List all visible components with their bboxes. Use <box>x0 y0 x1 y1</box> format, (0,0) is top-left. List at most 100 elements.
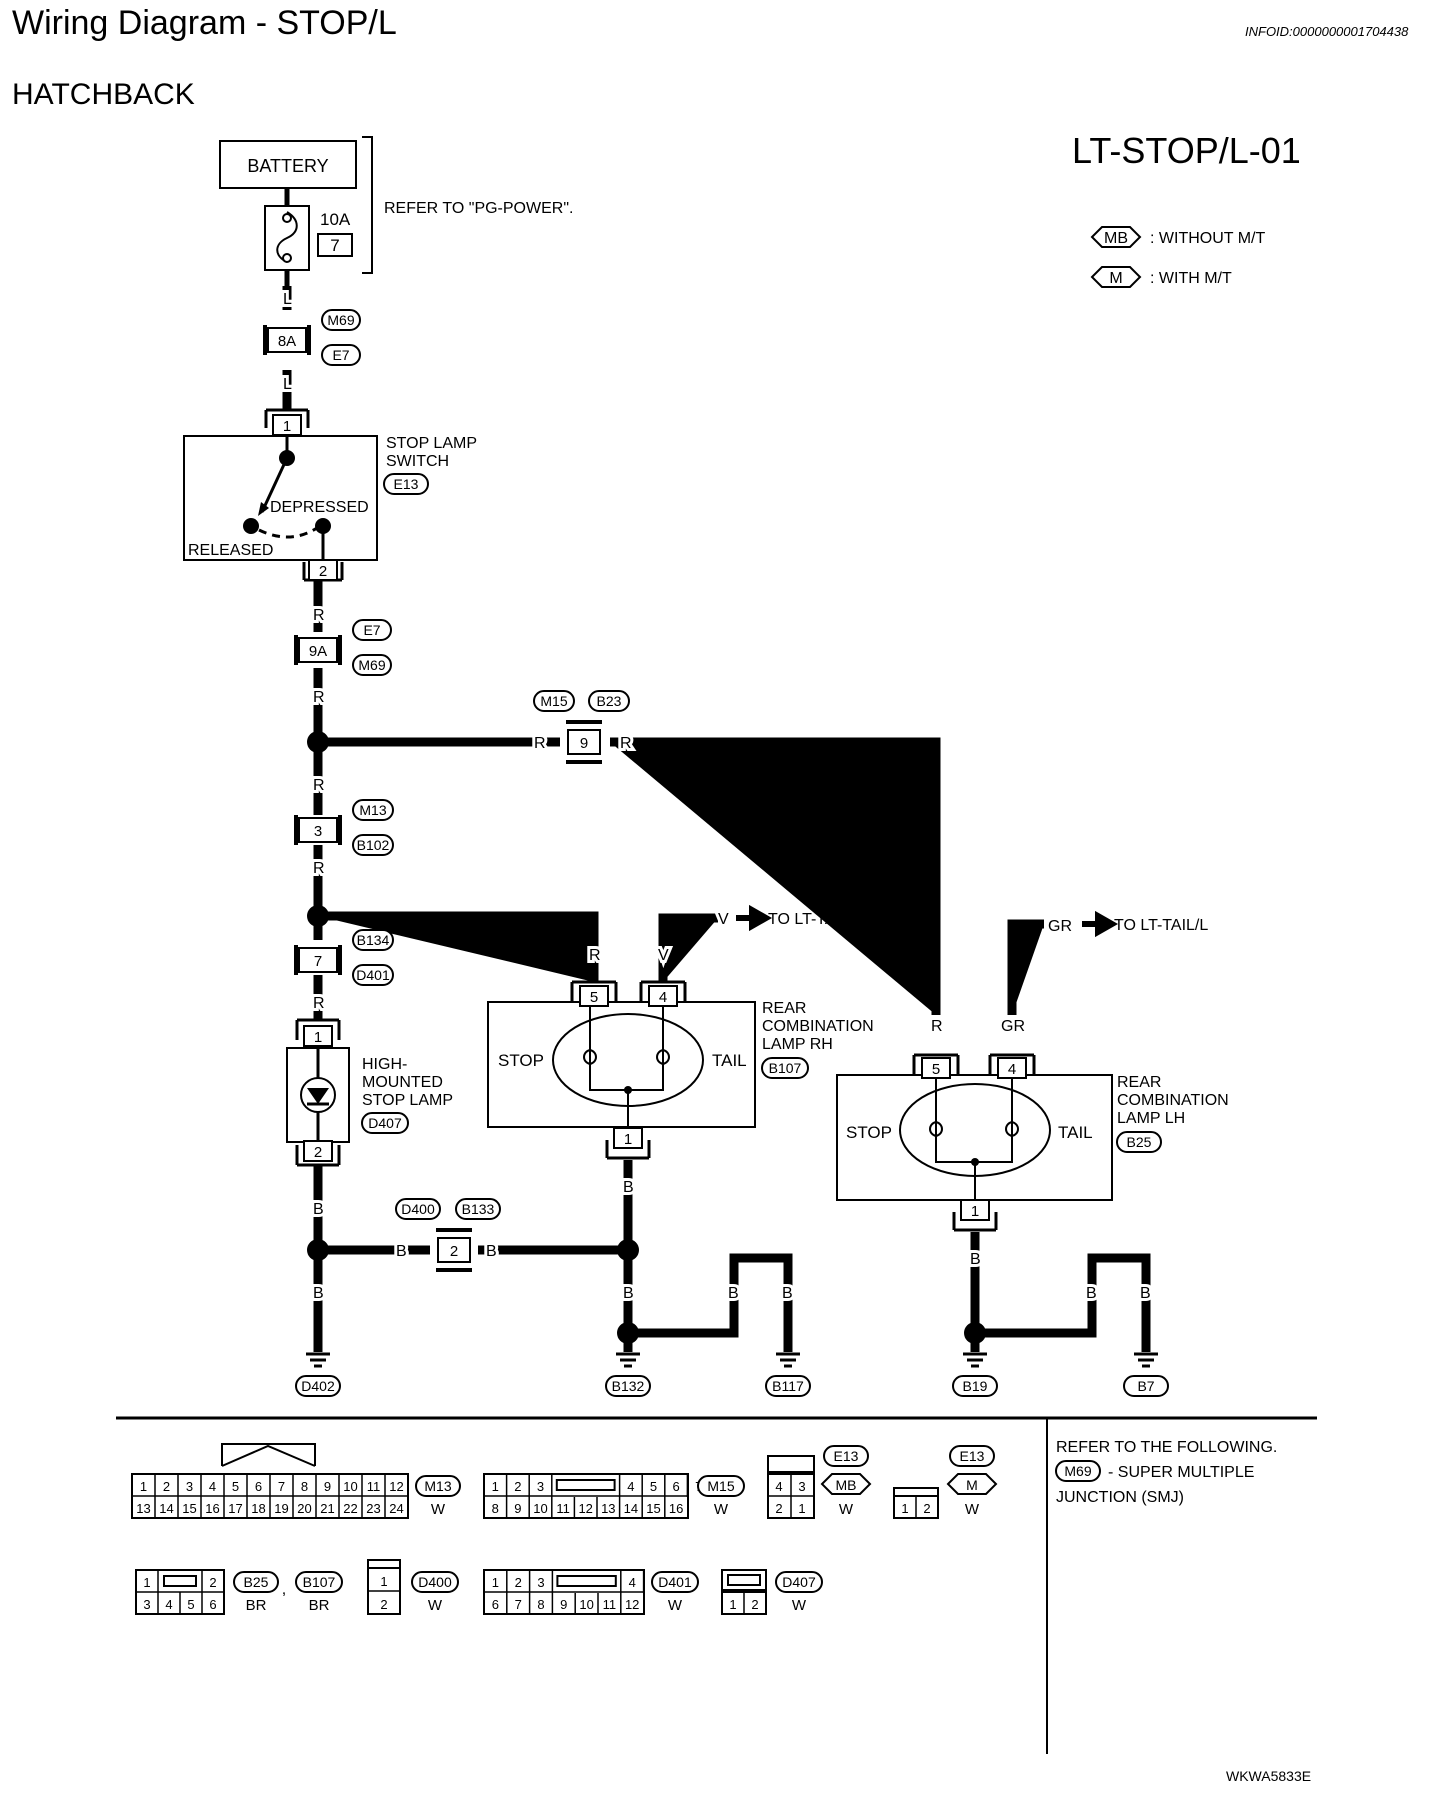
pin-number: 9 <box>560 1597 567 1612</box>
svg-text:M69: M69 <box>1064 1463 1091 1479</box>
pin-number: 4 <box>209 1479 216 1494</box>
svg-text:TAIL: TAIL <box>1058 1123 1093 1142</box>
svg-text:HIGH-: HIGH- <box>362 1056 407 1073</box>
ground-b19: B19 <box>952 1352 998 1397</box>
page-subtitle: HATCHBACK <box>12 78 195 111</box>
released-label: RELEASED <box>188 542 273 559</box>
pin-number: 9 <box>324 1479 331 1494</box>
svg-text:2: 2 <box>450 1243 458 1260</box>
svg-text:W: W <box>668 1597 683 1614</box>
svg-text:BR: BR <box>309 1597 330 1614</box>
svg-text:BATTERY: BATTERY <box>247 156 328 176</box>
pin-number: 13 <box>601 1501 615 1516</box>
svg-text:STOP: STOP <box>498 1051 544 1070</box>
svg-text:B: B <box>313 1285 324 1302</box>
svg-text:B107: B107 <box>303 1574 336 1590</box>
pin-number: 22 <box>343 1501 357 1516</box>
pin-number: 6 <box>672 1479 679 1494</box>
svg-text:R: R <box>313 777 325 794</box>
pin-number: 2 <box>514 1479 521 1494</box>
svg-text:M13: M13 <box>424 1478 451 1494</box>
svg-text:M15: M15 <box>540 693 567 709</box>
connector-view-d407: 1 2 D407 W <box>721 1569 823 1615</box>
svg-text:B: B <box>1086 1285 1097 1302</box>
svg-text:LAMP RH: LAMP RH <box>762 1036 833 1053</box>
svg-text:M15: M15 <box>707 1478 734 1494</box>
svg-text:6: 6 <box>209 1597 216 1612</box>
svg-text:B: B <box>623 1285 634 1302</box>
svg-text:GR: GR <box>1048 918 1072 935</box>
pin-number: 3 <box>537 1575 544 1590</box>
svg-text:W: W <box>431 1501 446 1518</box>
legend: MB : WITHOUT M/T M : WITH M/T <box>1090 226 1265 288</box>
svg-text:R: R <box>620 735 632 752</box>
pin-number: 7 <box>515 1597 522 1612</box>
pin-number: 17 <box>228 1501 242 1516</box>
svg-text:B: B <box>970 1251 981 1268</box>
svg-text:1: 1 <box>971 1203 979 1220</box>
svg-text:R: R <box>313 689 325 706</box>
svg-text:W: W <box>714 1501 729 1518</box>
connector-view-d400: 1 2 D400 W <box>367 1559 459 1615</box>
stop-lamp-switch: 1 DEPRESSED RELEASED 2 STOP LAMP SWITCH … <box>183 408 477 582</box>
pin-number: 13 <box>136 1501 150 1516</box>
svg-text:9A: 9A <box>309 643 327 660</box>
document-code: WKWA5833E <box>1226 1768 1312 1784</box>
pin-number: 7 <box>278 1479 285 1494</box>
pin-number: 10 <box>579 1597 593 1612</box>
joint-9a: 9A E7 M69 <box>294 619 392 676</box>
svg-text:L: L <box>283 376 292 393</box>
connector-view-b25-b107: 1 2 3 4 5 6 B25 , B107 BR BR <box>135 1569 343 1615</box>
svg-text:B23: B23 <box>597 693 622 709</box>
svg-text:COMBINATION: COMBINATION <box>762 1018 874 1035</box>
svg-text:V: V <box>658 947 669 964</box>
pin-number: 18 <box>251 1501 265 1516</box>
wire-color-labels: L L R R R R R R R R R V V R GR GR B B B … <box>280 288 1154 1305</box>
svg-text:M13: M13 <box>359 802 386 818</box>
svg-text:TO LT-TAIL/L: TO LT-TAIL/L <box>1114 917 1208 934</box>
page-title: Wiring Diagram - STOP/L <box>12 4 397 42</box>
pin-number: 8 <box>492 1501 499 1516</box>
pin-number: 19 <box>274 1501 288 1516</box>
svg-text:R: R <box>313 995 325 1012</box>
rear-combination-lamp-rh: 5 4 STOP TAIL 1 REAR COMBINATION LAMP RH… <box>487 980 874 1160</box>
tail-reference-lh: TO LT-TAIL/L <box>1082 910 1208 938</box>
svg-text:3: 3 <box>143 1597 150 1612</box>
svg-text:2: 2 <box>923 1501 930 1516</box>
pin-number: 15 <box>646 1501 660 1516</box>
svg-text:4: 4 <box>1008 1061 1016 1078</box>
splice-dots <box>307 731 986 1344</box>
pin-number: 11 <box>367 1479 381 1494</box>
svg-text:2: 2 <box>751 1597 758 1612</box>
svg-text:5: 5 <box>590 989 598 1006</box>
svg-text:D402: D402 <box>301 1378 335 1394</box>
m-legend-text: : WITH M/T <box>1150 270 1232 287</box>
svg-text:STOP LAMP: STOP LAMP <box>362 1092 453 1109</box>
svg-text:R: R <box>313 860 325 877</box>
power-reference: REFER TO "PG-POWER". <box>384 200 573 217</box>
svg-text:REAR: REAR <box>762 1000 806 1017</box>
svg-text:2: 2 <box>775 1501 782 1516</box>
svg-text:1: 1 <box>798 1501 805 1516</box>
pin-number: 2 <box>163 1479 170 1494</box>
svg-text:R: R <box>589 947 601 964</box>
svg-text:B: B <box>623 1179 634 1196</box>
svg-text:GR: GR <box>1001 1018 1025 1035</box>
svg-text:2: 2 <box>314 1144 322 1161</box>
svg-text:M: M <box>1109 270 1122 287</box>
svg-text:3: 3 <box>314 823 322 840</box>
pin-number: 14 <box>624 1501 638 1516</box>
ground-d402: D402 <box>295 1352 341 1397</box>
battery: BATTERY <box>219 140 357 189</box>
svg-text:B133: B133 <box>462 1201 495 1217</box>
fuse: 10A 7 <box>264 188 353 286</box>
pin-number: 24 <box>389 1501 403 1516</box>
svg-text:STOP: STOP <box>846 1123 892 1142</box>
svg-text:1: 1 <box>729 1597 736 1612</box>
svg-text:D400: D400 <box>418 1574 452 1590</box>
svg-text:2: 2 <box>380 1597 387 1612</box>
svg-text:L: L <box>283 291 292 308</box>
svg-text:E13: E13 <box>960 1448 985 1464</box>
